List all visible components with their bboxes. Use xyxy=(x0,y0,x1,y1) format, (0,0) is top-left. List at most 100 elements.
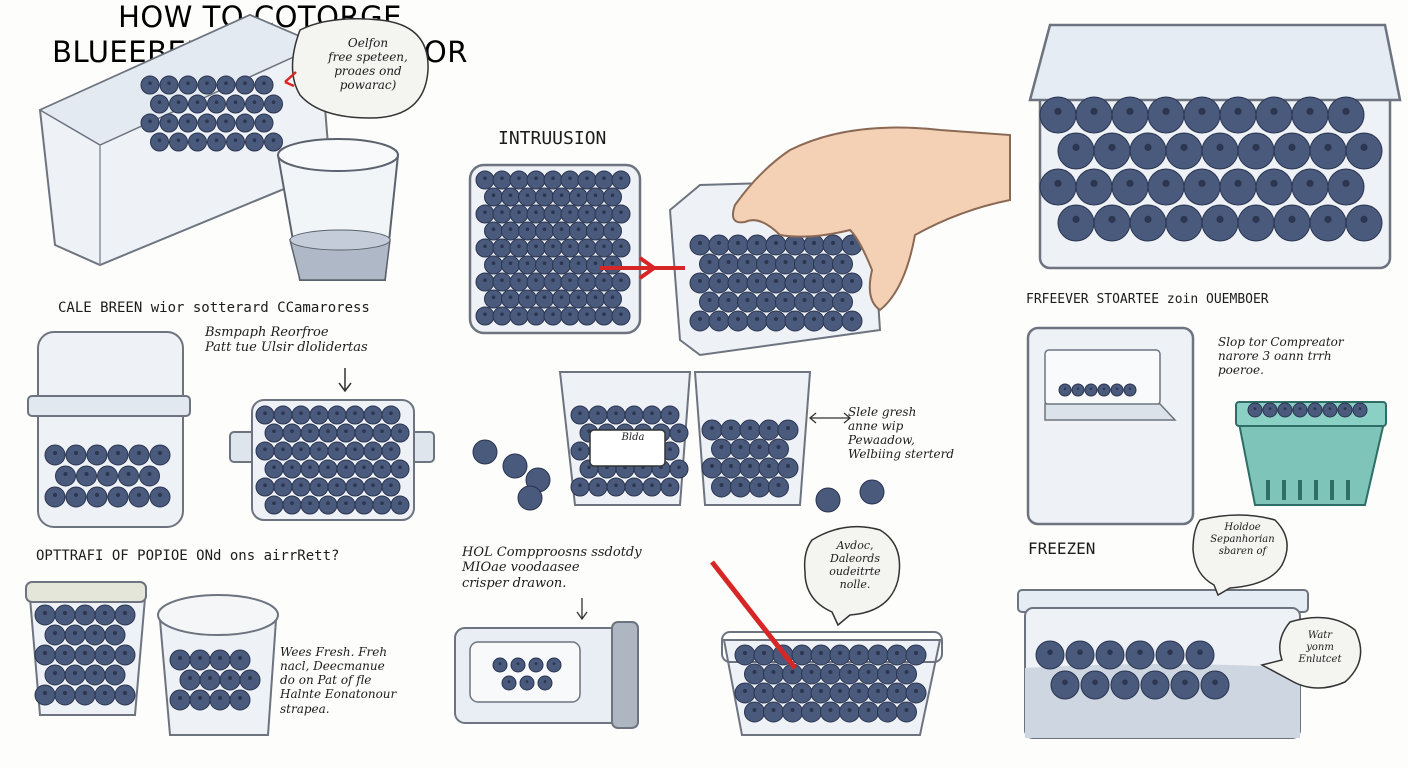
blueberry-crown xyxy=(838,689,842,693)
blueberry-crown xyxy=(786,426,790,430)
blueberry-crown xyxy=(1306,107,1314,115)
blueberry xyxy=(509,204,529,224)
blueberry-crown xyxy=(809,670,814,674)
blueberry-crown xyxy=(1180,143,1188,151)
blueberry xyxy=(1345,204,1383,242)
clamshell-illustration xyxy=(468,163,642,335)
blueberry-crown xyxy=(93,631,97,635)
blueberry-crown xyxy=(866,670,871,674)
blueberry xyxy=(1093,132,1131,170)
blueberry-crown xyxy=(602,278,606,283)
blueberry-crown xyxy=(568,210,572,214)
blueberry-crown xyxy=(195,138,200,142)
blueberry-crown xyxy=(542,193,547,197)
blueberry-crown xyxy=(1268,407,1272,410)
blueberry xyxy=(519,675,535,691)
blueberry-crown xyxy=(1144,143,1152,151)
blueberry xyxy=(492,238,512,258)
blueberry-crown xyxy=(326,465,330,470)
blueberry xyxy=(1273,204,1311,242)
cale-subtext: Bsmpaph Reorfroe Patt tue Ulsir dlolider… xyxy=(205,325,368,356)
blueberry-crown xyxy=(619,176,623,180)
blueberry-crown xyxy=(1216,143,1224,151)
blueberry-crown xyxy=(1253,407,1257,410)
blueberry-crown xyxy=(677,465,681,470)
blueberry-crown xyxy=(63,611,67,615)
blueberry xyxy=(264,132,283,152)
blueberry-crown xyxy=(178,656,182,660)
blueberry xyxy=(169,94,188,114)
blueberry xyxy=(475,170,495,190)
blueberry xyxy=(543,170,563,190)
blueberry-crown xyxy=(1198,107,1206,115)
blueberry-crown xyxy=(707,298,712,302)
blueberry-crown xyxy=(53,493,57,497)
blueberry-crown xyxy=(224,119,228,123)
blueberry-crown xyxy=(233,138,238,142)
blueberry-crown xyxy=(508,295,513,300)
blueberry-crown xyxy=(559,261,564,266)
blueberry-crown xyxy=(800,689,804,693)
blueberry xyxy=(594,170,614,190)
blueberry-crown xyxy=(1298,407,1302,410)
blueberry-crown xyxy=(508,261,513,266)
blueberry-cluster xyxy=(734,644,927,723)
blueberry-crown xyxy=(508,193,513,197)
blueberry-crown xyxy=(83,611,87,615)
blueberry-crown xyxy=(1358,407,1362,410)
blueberry xyxy=(226,132,245,152)
blueberry-crown xyxy=(1360,215,1368,223)
jar-right-illustration xyxy=(157,594,279,736)
blueberry-crown xyxy=(353,411,357,416)
blueberry-crown xyxy=(802,260,807,264)
blueberry-crown xyxy=(243,119,247,123)
blueberry xyxy=(535,187,554,207)
blueberry-crown xyxy=(650,411,654,416)
blueberry xyxy=(492,657,508,673)
blueberry-crown xyxy=(828,708,833,712)
blueberry xyxy=(235,113,255,133)
blueberry-crown xyxy=(726,260,731,264)
blueberry-crown xyxy=(743,651,747,655)
blueberry-crown xyxy=(767,426,771,430)
slele-note: Slele gresh anne wip Pewaadow, Welbiing … xyxy=(848,405,955,462)
blueberry-crown xyxy=(126,472,131,476)
blueberry-crown xyxy=(819,689,823,693)
blueberry-crown xyxy=(840,298,845,302)
blueberry-crown xyxy=(344,501,348,506)
blueberry-crown xyxy=(748,426,752,430)
blueberry-crown xyxy=(271,138,276,142)
blueberry xyxy=(1237,132,1275,170)
blueberry-crown xyxy=(776,445,781,449)
blueberry-crown xyxy=(812,317,816,321)
blueberry-crown xyxy=(525,193,530,197)
blueberry-crown xyxy=(752,670,757,674)
glass-illustration xyxy=(693,371,852,506)
blueberry xyxy=(569,187,588,207)
blueberry-crown xyxy=(812,241,816,245)
blueberry-crown xyxy=(585,244,589,248)
blueberry-crown xyxy=(551,210,555,214)
blueberry xyxy=(197,113,217,133)
blueberry-crown xyxy=(578,447,582,452)
blueberry-crown xyxy=(238,656,242,660)
blueberry-crown xyxy=(198,696,202,700)
blueberry xyxy=(594,204,614,224)
blueberry-crown xyxy=(233,100,238,104)
blueberry-crown xyxy=(243,81,247,85)
blueberry-crown xyxy=(335,483,339,488)
blueberry-crown xyxy=(1102,387,1106,390)
blueberry-crown xyxy=(596,411,600,416)
blueberry xyxy=(207,94,226,114)
blueberry-crown xyxy=(1108,143,1116,151)
blueberry xyxy=(526,170,546,190)
blueberry-crown xyxy=(552,662,556,665)
intro-heading: INTRUUSION xyxy=(498,128,607,149)
blueberry xyxy=(577,204,597,224)
blueberry xyxy=(475,238,495,258)
blueberry-crown xyxy=(738,483,743,487)
blueberry xyxy=(611,170,631,190)
blueberry xyxy=(611,238,631,258)
blueberry-crown xyxy=(542,261,547,266)
blueberry-crown xyxy=(317,447,321,452)
